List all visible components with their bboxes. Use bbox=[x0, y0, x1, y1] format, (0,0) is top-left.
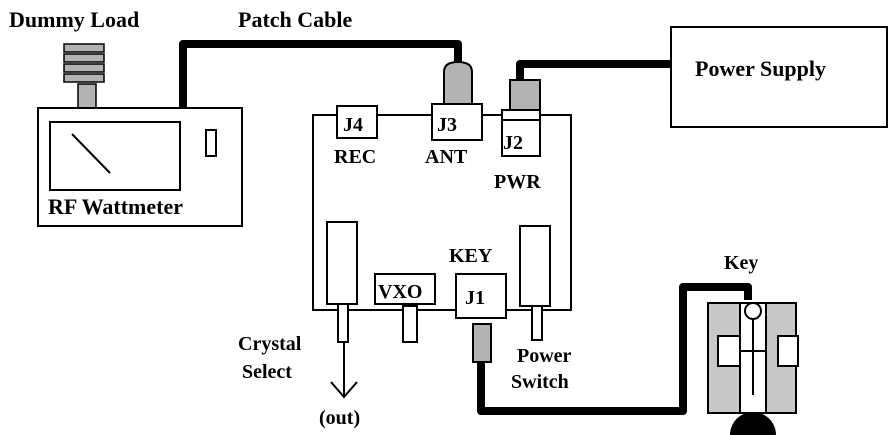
power-supply-box bbox=[670, 26, 888, 128]
power-switch-lever bbox=[531, 305, 543, 341]
power-switch-label-2: Switch bbox=[511, 371, 569, 393]
key-label: Key bbox=[724, 252, 758, 274]
dummy-load-label: Dummy Load bbox=[9, 7, 139, 32]
key-knob bbox=[730, 412, 776, 435]
j1-connector bbox=[455, 273, 507, 319]
patch-cable bbox=[179, 40, 462, 108]
dummy-load bbox=[63, 43, 105, 109]
vxo-knob bbox=[402, 305, 418, 343]
meter-face bbox=[49, 121, 181, 191]
j3-label: J3 bbox=[437, 114, 457, 136]
pwr-plug bbox=[509, 79, 541, 111]
ant-plug bbox=[443, 60, 473, 105]
telegraph-key bbox=[707, 302, 799, 435]
rec-label: REC bbox=[334, 146, 376, 168]
wattmeter-switch bbox=[205, 129, 217, 157]
rf-wattmeter bbox=[37, 107, 243, 227]
rf-wattmeter-label: RF Wattmeter bbox=[48, 194, 183, 219]
j1-label: J1 bbox=[465, 287, 485, 309]
key-jack-label: KEY bbox=[449, 245, 493, 267]
j4-label: J4 bbox=[343, 114, 363, 136]
ant-label: ANT bbox=[425, 146, 468, 168]
patch-cable-label: Patch Cable bbox=[238, 7, 353, 32]
power-switch bbox=[519, 225, 551, 307]
j3-connector bbox=[431, 103, 483, 141]
j4-connector bbox=[336, 105, 378, 139]
crystal-select-label-1: Crystal bbox=[238, 333, 302, 355]
out-label: (out) bbox=[319, 407, 360, 429]
crystal-select-label-2: Select bbox=[242, 361, 292, 383]
power-supply-label: Power Supply bbox=[695, 56, 826, 81]
key-plug bbox=[472, 323, 492, 363]
vxo-label: VXO bbox=[378, 281, 422, 303]
meter-needle bbox=[71, 133, 111, 174]
j2-connector bbox=[501, 109, 541, 157]
crystal-select-lever bbox=[337, 303, 349, 343]
power-cable bbox=[516, 60, 671, 80]
key-cable bbox=[477, 283, 752, 415]
power-switch-label-1: Power bbox=[517, 345, 572, 367]
j2-label: J2 bbox=[503, 132, 523, 154]
out-arrow bbox=[330, 342, 358, 399]
pwr-label: PWR bbox=[494, 171, 541, 193]
vxo-box bbox=[374, 273, 436, 305]
crystal-select-switch bbox=[326, 221, 358, 305]
